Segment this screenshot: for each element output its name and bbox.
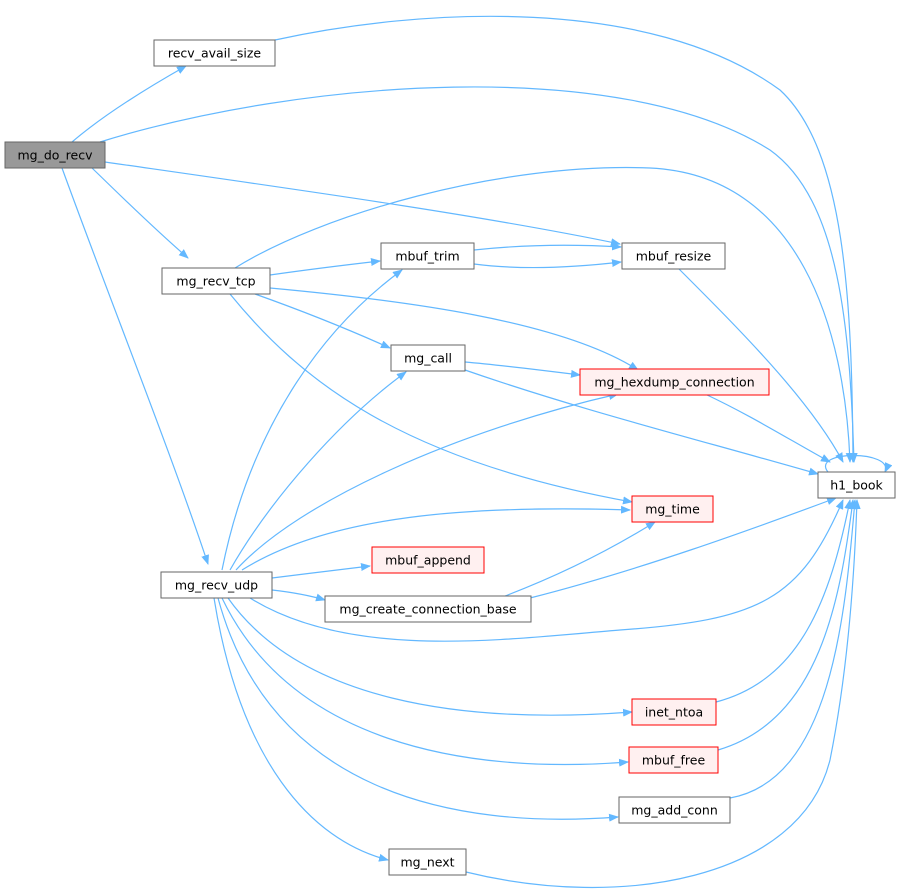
- node-label-mbuf-trim: mbuf_trim: [395, 249, 459, 264]
- node-mg-do-recv[interactable]: mg_do_recv: [4, 141, 106, 169]
- edge-mg-recv-tcp-to-h1-book: [234, 166, 854, 463]
- node-label-h1-book: h1_book: [830, 478, 883, 493]
- edge-mg-recv-udp-to-h1-book: [249, 499, 844, 642]
- edge-recv-avail-size-to-h1-book: [274, 15, 857, 463]
- node-mg-create-connection-base[interactable]: mg_create_connection_base: [324, 595, 532, 623]
- edge-mg-recv-tcp-to-mg-hexdump: [269, 287, 639, 371]
- node-label-mg-create-connection-base: mg_create_connection_base: [339, 602, 517, 617]
- edge-mg-do-recv-to-recv-avail-size: [71, 65, 187, 143]
- node-label-mg-call: mg_call: [404, 351, 452, 366]
- edge-mg-recv-udp-to-mbuf-free: [221, 597, 629, 767]
- edge-mbuf-trim-to-mbuf-resize-1: [473, 242, 622, 251]
- node-mbuf-trim[interactable]: mbuf_trim: [380, 242, 475, 270]
- edge-mbuf-free-to-h1-book: [717, 499, 856, 751]
- node-label-mg-hexdump-connection: mg_hexdump_connection: [594, 375, 754, 390]
- node-mbuf-free[interactable]: mbuf_free: [628, 746, 719, 774]
- edge-mg-recv-udp-to-mg-time: [241, 505, 631, 571]
- edges: [61, 15, 893, 889]
- edge-mg-add-conn-to-h1-book: [729, 499, 859, 799]
- node-mg-next[interactable]: mg_next: [388, 848, 467, 876]
- edge-mg-call-to-h1-book: [464, 369, 819, 476]
- node-inet-ntoa[interactable]: inet_ntoa: [631, 698, 717, 726]
- edge-mg-call-to-mg-hexdump: [464, 361, 581, 378]
- node-mg-hexdump-connection[interactable]: mg_hexdump_connection: [579, 368, 770, 396]
- edge-mg-recv-tcp-to-mbuf-trim: [269, 258, 381, 276]
- node-label-inet-ntoa: inet_ntoa: [645, 705, 703, 720]
- node-label-mg-add-conn: mg_add_conn: [631, 803, 718, 818]
- node-label-mg-next: mg_next: [400, 855, 454, 870]
- node-label-mg-do-recv: mg_do_recv: [17, 148, 93, 163]
- edge-mg-create-connection-base-to-mg-time: [504, 521, 656, 597]
- node-mbuf-append[interactable]: mbuf_append: [371, 546, 485, 574]
- node-mg-add-conn[interactable]: mg_add_conn: [618, 796, 731, 824]
- edge-mg-recv-udp-to-mg-next: [213, 597, 389, 862]
- edge-mbuf-resize-to-h1-book: [677, 267, 844, 463]
- node-label-mg-time: mg_time: [645, 502, 700, 517]
- edge-mg-do-recv-to-mg-recv-tcp: [91, 167, 189, 259]
- node-mbuf-resize[interactable]: mbuf_resize: [621, 242, 726, 270]
- edge-mg-recv-udp-to-mg-call: [229, 371, 407, 571]
- edge-mg-recv-tcp-to-mg-call: [254, 293, 391, 349]
- node-label-recv-avail-size: recv_avail_size: [168, 46, 262, 61]
- edge-mg-recv-tcp-to-mg-time: [229, 293, 633, 505]
- edge-mg-create-connection-base-to-h1-book: [529, 497, 837, 599]
- node-label-mbuf-free: mbuf_free: [642, 753, 706, 768]
- edge-mg-recv-udp-to-mbuf-trim: [221, 269, 403, 571]
- edge-mg-do-recv-to-h1-book: [99, 86, 858, 463]
- edge-mg-next-to-h1-book: [465, 499, 861, 889]
- node-mg-call[interactable]: mg_call: [390, 344, 466, 372]
- edge-mg-hexdump-to-h1-book: [704, 393, 831, 463]
- node-mg-time[interactable]: mg_time: [631, 495, 714, 523]
- edge-mg-recv-udp-to-mbuf-append: [271, 563, 371, 579]
- edge-mg-recv-udp-to-mg-create-connection-base: [271, 589, 326, 602]
- edge-mbuf-trim-to-mbuf-resize-2: [473, 259, 622, 269]
- node-label-mbuf-append: mbuf_append: [385, 553, 471, 568]
- edge-mg-recv-udp-to-inet-ntoa: [227, 597, 633, 717]
- node-label-mbuf-resize: mbuf_resize: [636, 249, 712, 264]
- node-recv-avail-size[interactable]: recv_avail_size: [153, 39, 276, 67]
- node-label-mg-recv-udp: mg_recv_udp: [175, 578, 258, 593]
- edge-inet-ntoa-to-h1-book: [715, 499, 853, 703]
- edge-mg-do-recv-to-mbuf-resize: [104, 161, 621, 247]
- nodes: mg_do_recv recv_avail_size mg_recv_tcp m…: [4, 39, 896, 876]
- node-h1-book[interactable]: h1_book: [817, 471, 896, 499]
- node-mg-recv-tcp[interactable]: mg_recv_tcp: [161, 267, 271, 295]
- edge-mg-do-recv-to-mg-recv-udp: [61, 167, 209, 565]
- node-mg-recv-udp[interactable]: mg_recv_udp: [160, 571, 273, 599]
- edge-h1-book-self-loop: [824, 454, 893, 473]
- node-label-mg-recv-tcp: mg_recv_tcp: [176, 274, 255, 289]
- edge-mg-recv-udp-to-mg-add-conn: [217, 597, 619, 822]
- edge-mg-recv-udp-to-mg-hexdump: [235, 392, 619, 571]
